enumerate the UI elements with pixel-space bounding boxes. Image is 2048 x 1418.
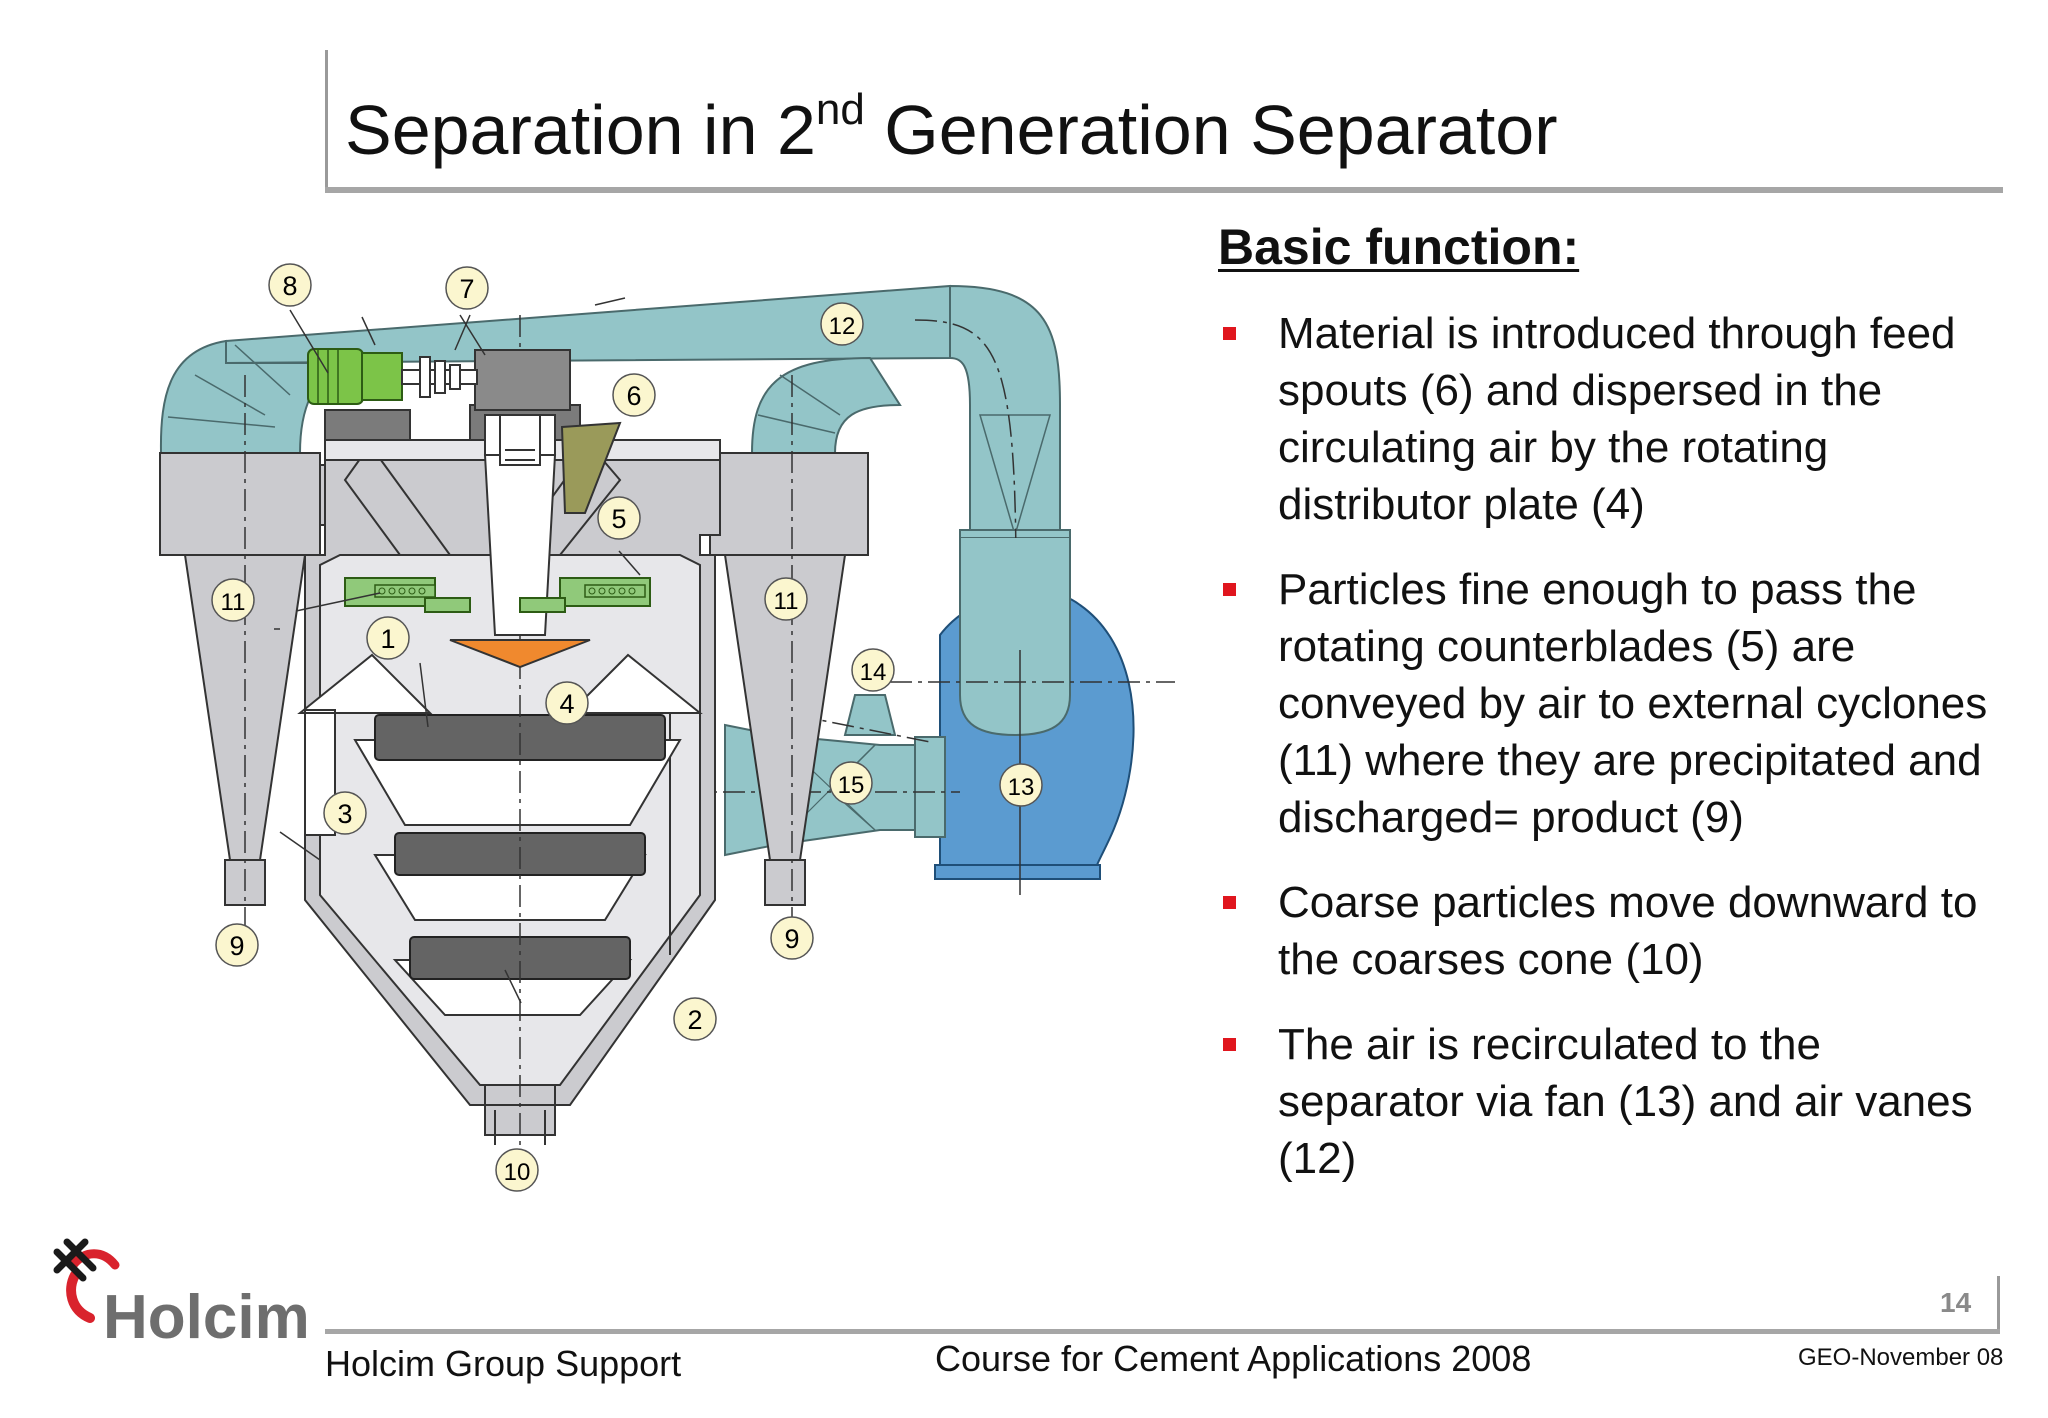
svg-text:12: 12	[829, 313, 856, 340]
bullet-list: Material is introduced through feed spou…	[1218, 305, 2008, 1215]
title-underline-rule	[325, 187, 2003, 193]
motor-base-left	[324, 409, 411, 441]
svg-text:6: 6	[626, 381, 641, 411]
callout-8: 8	[268, 263, 312, 307]
callout-2: 2	[673, 997, 717, 1041]
holcim-wordmark: Holcim	[103, 1283, 310, 1350]
separator-diagram: 8 7 12 6 5 11 11 1 4 14 15 13 3 9 9 2 10	[159, 263, 1175, 1192]
callout-6: 6	[612, 373, 656, 417]
callout-9-right: 9	[770, 916, 814, 960]
svg-text:8: 8	[282, 271, 297, 301]
bullet-item: Material is introduced through feed spou…	[1218, 305, 2008, 533]
bullet-item: Particles fine enough to pass the rotati…	[1218, 561, 2008, 846]
callout-10: 10	[495, 1148, 539, 1192]
svg-text:11: 11	[221, 589, 246, 616]
footer-date-code: GEO-November 08	[1798, 1344, 2004, 1371]
callout-7: 7	[445, 266, 489, 310]
right-cyclone-11	[709, 375, 869, 925]
guide-vane-grates-3	[353, 714, 682, 1016]
svg-text:11: 11	[774, 588, 799, 615]
callout-11-right: 11	[764, 577, 808, 621]
gearbox-7	[474, 349, 571, 411]
holcim-emblem-icon	[53, 1238, 120, 1323]
title-vertical-rule	[325, 50, 328, 192]
fan-13	[890, 538, 1175, 895]
svg-text:5: 5	[611, 504, 626, 534]
distributor-plate-4	[449, 639, 591, 669]
svg-text:9: 9	[229, 931, 244, 961]
air-inlet-arrow-left	[297, 653, 433, 836]
bullet-item: Coarse particles move downward to the co…	[1218, 874, 2008, 988]
feed-spout-6	[560, 421, 622, 514]
bullet-item: The air is recirculated to the separator…	[1218, 1016, 2008, 1187]
shaft	[483, 414, 557, 636]
svg-text:9: 9	[784, 924, 799, 954]
svg-text:13: 13	[1008, 774, 1035, 801]
svg-text:14: 14	[860, 659, 887, 686]
slide-title: Separation in 2nd Generation Separator	[345, 85, 1558, 169]
callout-1: 1	[366, 616, 410, 660]
callout-3: 3	[323, 791, 367, 835]
callout-5: 5	[597, 496, 641, 540]
bullet-square-icon	[1223, 1038, 1236, 1051]
svg-text:15: 15	[838, 772, 865, 799]
counterblades-5	[344, 577, 651, 613]
bullet-square-icon	[1223, 327, 1236, 340]
svg-text:1: 1	[380, 624, 395, 654]
svg-text:2: 2	[687, 1005, 702, 1035]
bullet-square-icon	[1223, 896, 1236, 909]
callout-11-left: 11	[211, 578, 255, 622]
callout-9-left: 9	[215, 923, 259, 967]
callout-4: 4	[545, 681, 589, 725]
svg-text:10: 10	[504, 1159, 531, 1186]
svg-text:3: 3	[337, 799, 352, 829]
section-heading: Basic function:	[1218, 219, 1580, 275]
holcim-logo: Holcim	[53, 1238, 310, 1350]
callouts: 8 7 12 6 5 11 11 1 4 14 15 13 3 9 9 2 10	[211, 263, 1043, 1192]
page-number-rule	[1997, 1276, 2000, 1332]
callout-leader-lines	[274, 297, 641, 1004]
footer-course: Course for Cement Applications 2008	[935, 1338, 1532, 1379]
footer-organization: Holcim Group Support	[325, 1343, 682, 1384]
callout-13: 13	[999, 763, 1043, 807]
bullet-square-icon	[1223, 583, 1236, 596]
callout-15: 15	[829, 761, 873, 805]
footer-rule	[325, 1329, 2000, 1334]
svg-text:7: 7	[459, 274, 474, 304]
callout-14: 14	[851, 648, 895, 692]
svg-text:4: 4	[559, 689, 574, 719]
callout-12: 12	[820, 302, 864, 346]
page-number: 14	[1940, 1287, 1972, 1318]
fan-inlet-duct-15	[685, 694, 960, 857]
